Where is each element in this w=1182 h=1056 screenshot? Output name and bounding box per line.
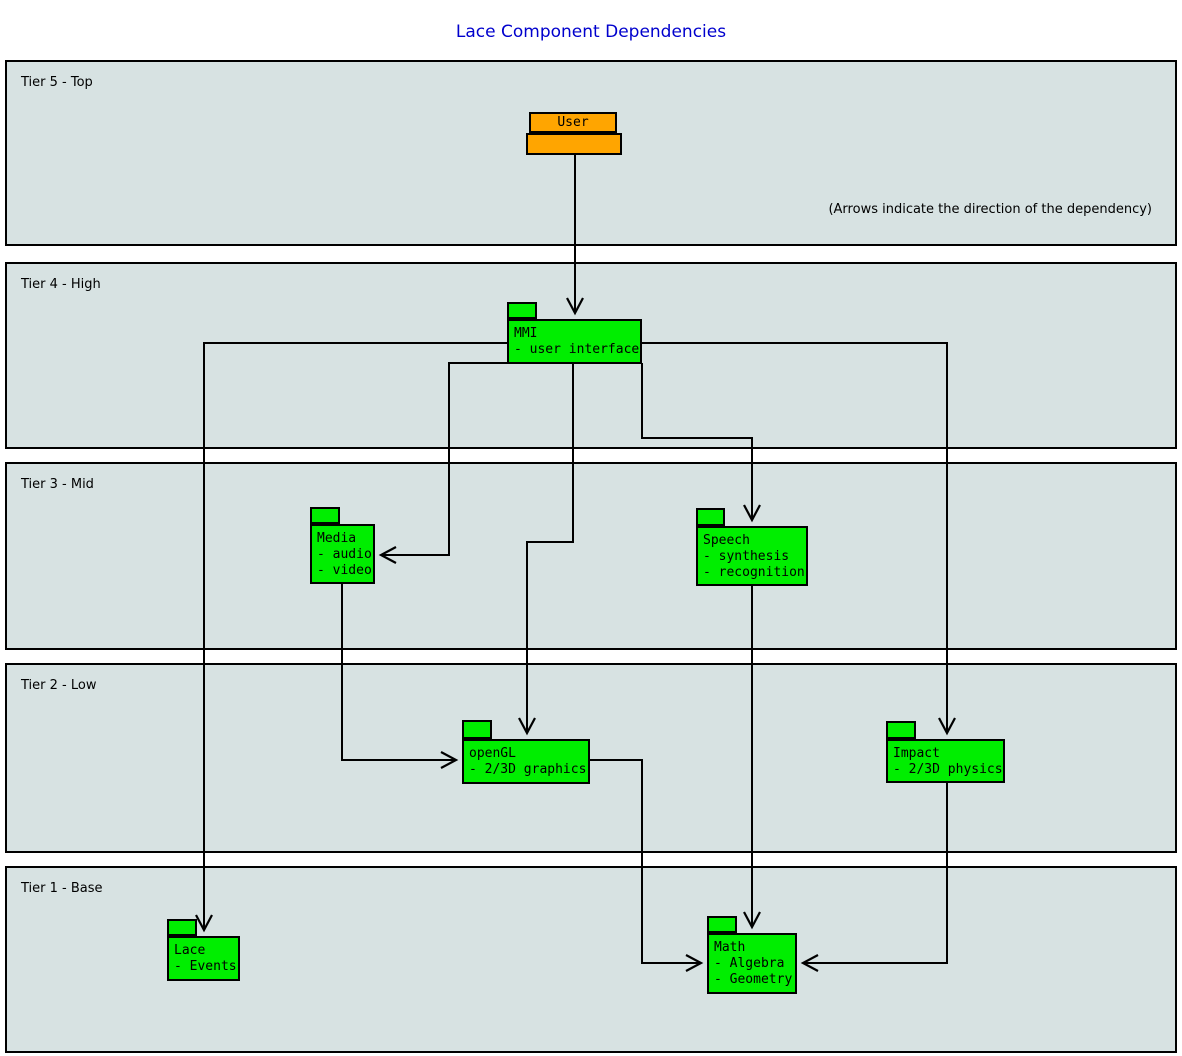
edge-mmi-to-speech [641, 363, 761, 523]
node-lace-tab [167, 919, 197, 936]
node-impact-body: Impact - 2/3D physics [886, 739, 1005, 783]
node-detail: - 2/3D graphics [469, 762, 587, 777]
node-detail: - Events [174, 959, 237, 974]
node-user-applet: User Applet [526, 112, 622, 155]
node-label: Math [714, 940, 746, 955]
node-speech-tab [696, 508, 725, 526]
tier-panel-2-low: Tier 2 - Low [5, 663, 1177, 853]
node-media-tab [310, 507, 340, 524]
node-label: Lace [174, 943, 206, 958]
node-math-tab [707, 916, 737, 933]
tier-panel-3-mid: Tier 3 - Mid [5, 462, 1177, 650]
tier-label: Tier 3 - Mid [21, 477, 94, 492]
node-opengl-tab [462, 720, 492, 739]
node-lace-body: Lace - Events [167, 936, 240, 981]
tier-label: Tier 5 - Top [21, 75, 93, 90]
node-label: openGL [469, 746, 516, 761]
edge-media-to-opengl [341, 584, 459, 769]
node-detail: - 2/3D physics [893, 762, 1003, 777]
edge-mmi-to-impact [642, 342, 956, 736]
edge-mmi-to-media [378, 362, 507, 564]
node-mmi-body: MMI - user interface [507, 319, 642, 364]
node-user-applet-body [526, 133, 622, 155]
node-label: Media [317, 531, 357, 546]
node-detail: - Algebra [714, 956, 785, 971]
node-detail: - user interface [514, 342, 640, 357]
node-mmi-tab [507, 302, 537, 319]
node-label: Speech [703, 533, 750, 548]
edge-mmi-to-lace [195, 342, 507, 933]
node-user-applet-tab: User Applet [529, 112, 617, 147]
node-detail: - video [317, 563, 372, 578]
edge-opengl-to-math [590, 759, 704, 972]
node-impact-tab [886, 721, 916, 739]
node-math-body: Math - Algebra - Geometry [707, 933, 797, 994]
node-label: MMI [514, 326, 538, 341]
tier-label: Tier 1 - Base [21, 881, 103, 896]
node-detail: - synthesis [703, 549, 790, 564]
node-detail: - audio [317, 547, 372, 562]
dependency-direction-note: (Arrows indicate the direction of the de… [828, 202, 1152, 217]
node-opengl-body: openGL - 2/3D graphics [462, 739, 590, 784]
tier-label: Tier 4 - High [21, 277, 101, 292]
edge-mmi-to-opengl [518, 363, 574, 736]
node-detail: - Geometry [714, 972, 793, 987]
node-media-body: Media - audio - video [310, 524, 375, 584]
node-label: Impact [893, 746, 940, 761]
edge-impact-to-math [800, 783, 948, 972]
node-detail: - recognition [703, 565, 805, 580]
node-speech-body: Speech - synthesis - recognition [696, 526, 808, 586]
page-title: Lace Component Dependencies [455, 22, 727, 42]
tier-label: Tier 2 - Low [21, 678, 97, 693]
